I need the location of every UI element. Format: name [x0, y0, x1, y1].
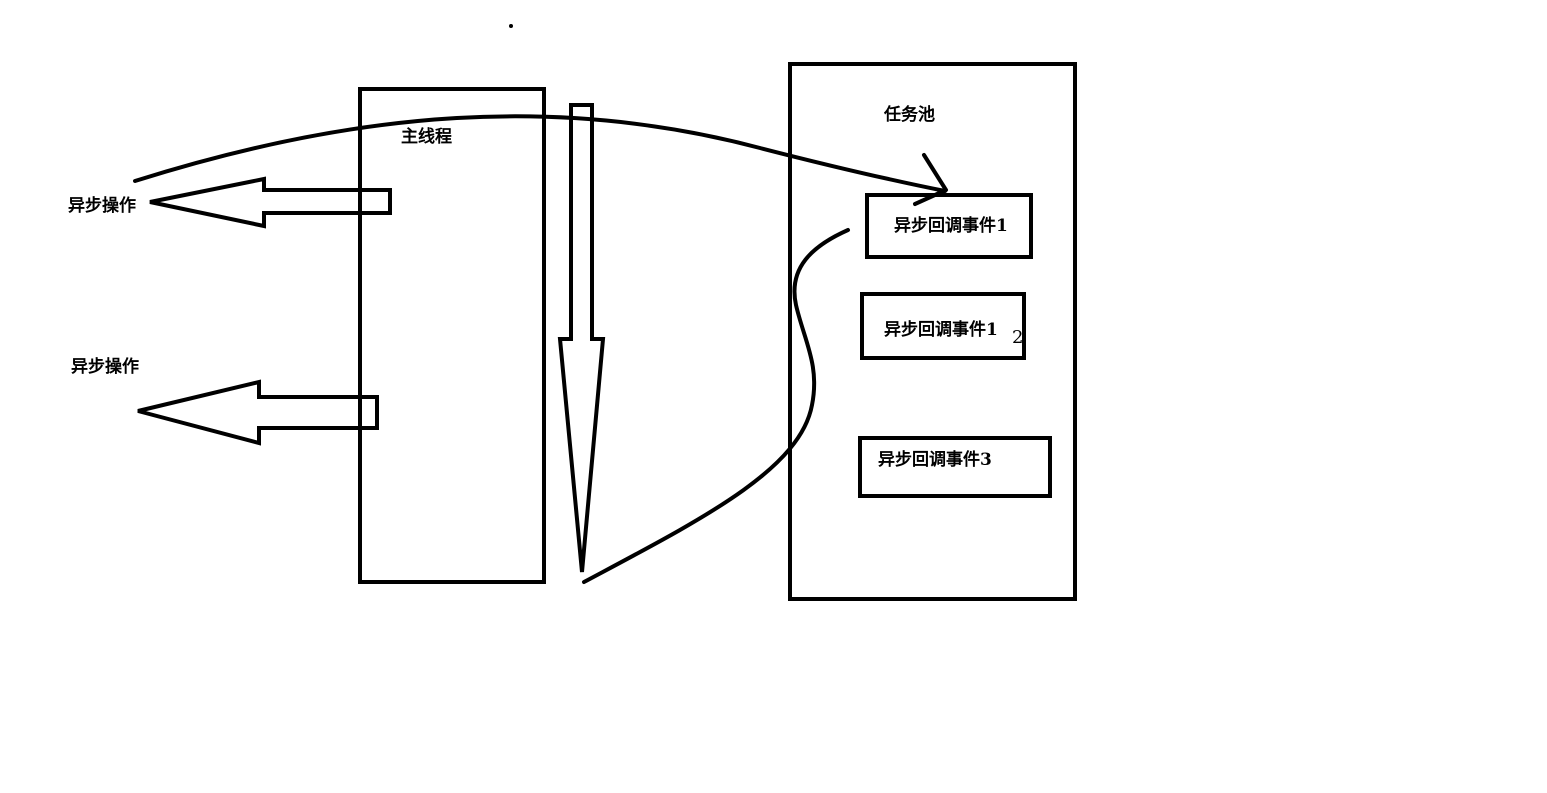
callback-event-box-3	[858, 436, 1052, 498]
task-pool-box	[788, 62, 1077, 601]
callback-event-label-1: 异步回调事件1	[894, 216, 1008, 236]
event-loop-return-curve	[582, 228, 850, 584]
callback-register-arrowhead	[913, 153, 948, 206]
stray-dot	[509, 24, 513, 28]
callback-event-box-1	[865, 193, 1033, 259]
async-op-arrow-top	[149, 176, 392, 229]
main-thread-box	[358, 87, 546, 584]
async-op-arrow-bottom	[137, 379, 379, 446]
async-op-label-top: 异步操作	[68, 196, 136, 216]
execution-flow-arrow	[557, 103, 606, 573]
async-op-label-bottom: 异步操作	[71, 357, 139, 377]
callback-event-box-2	[860, 292, 1026, 360]
callback-register-curve	[133, 114, 947, 193]
task-pool-label: 任务池	[884, 105, 935, 125]
callback-event-label-2: 异步回调事件1	[884, 320, 998, 340]
callback-event-annotation-2: 2	[1012, 327, 1024, 348]
callback-event-label-3: 异步回调事件3	[878, 450, 992, 470]
main-thread-label: 主线程	[401, 127, 452, 147]
